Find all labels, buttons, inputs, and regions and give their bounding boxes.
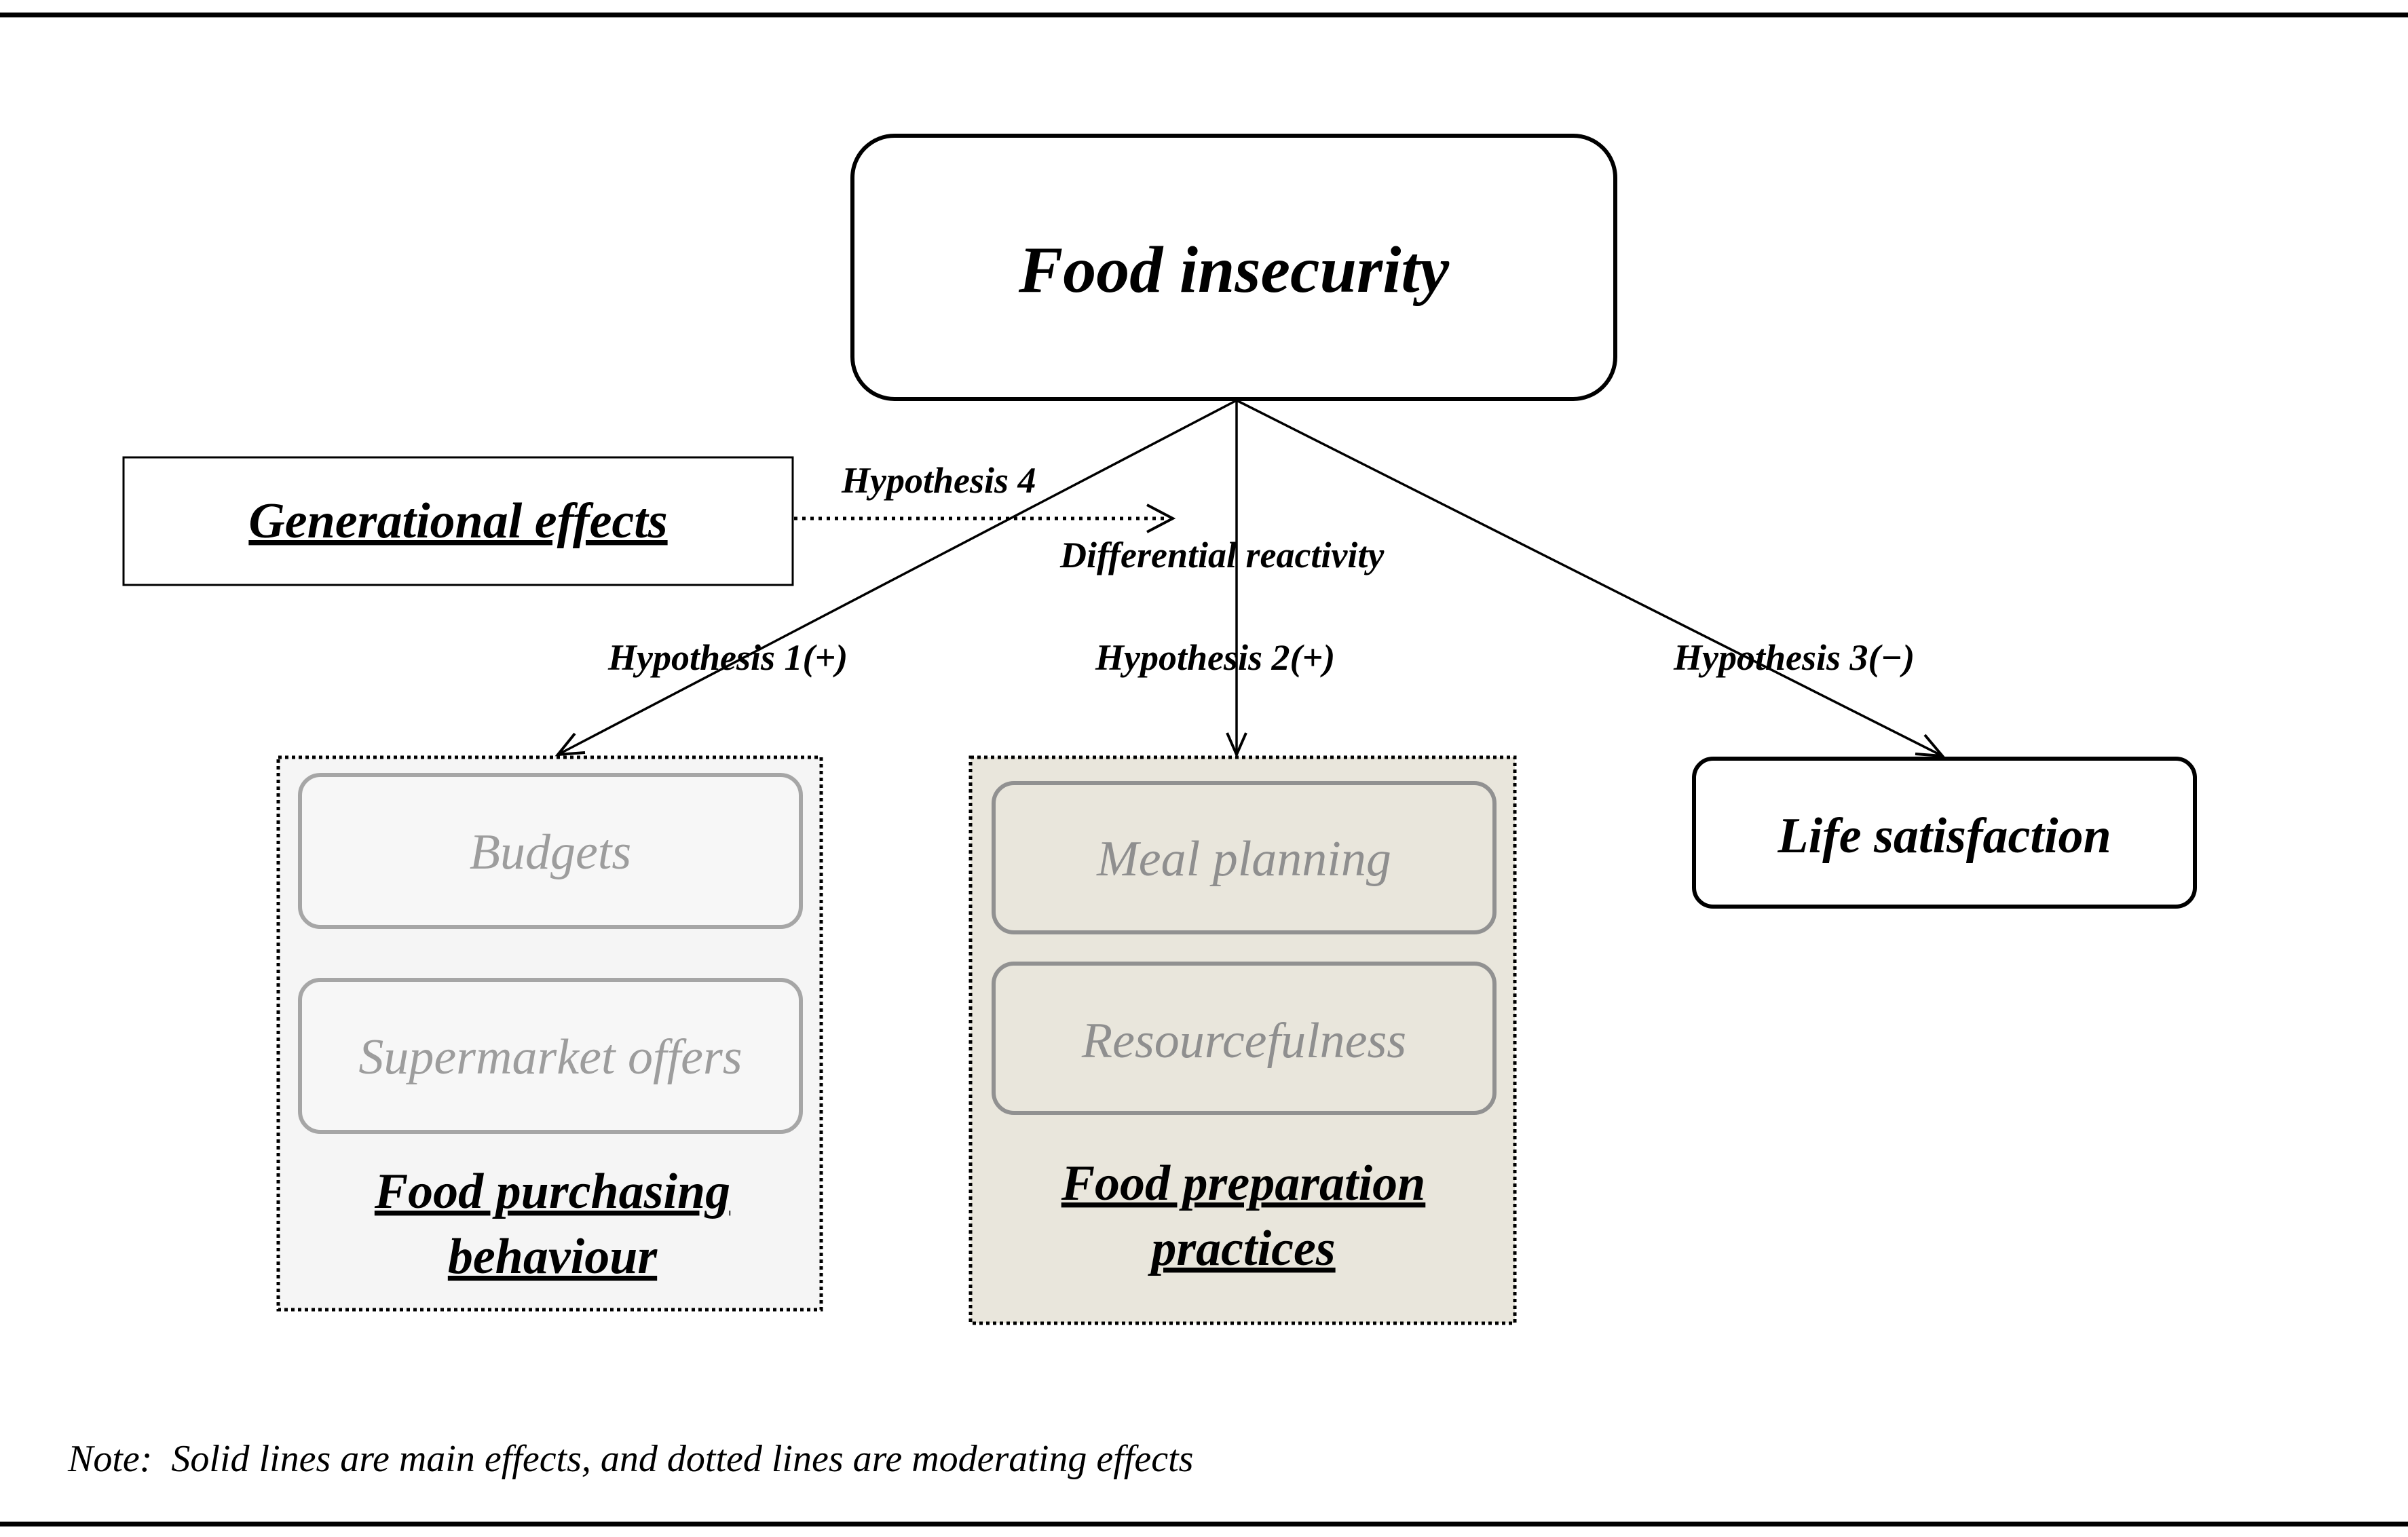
supermarket-offers-node — [298, 978, 803, 1134]
edge-to-life-satisfaction — [1236, 399, 1943, 757]
generational-effects-node: Generational effects — [122, 456, 794, 586]
food-insecurity-label: Food insecurity — [1018, 233, 1450, 307]
edge-to-food-purchasing — [557, 399, 1237, 756]
food-purchasing-label-line1: Food purchasing — [374, 1164, 730, 1219]
budgets-label: Budgets — [470, 824, 631, 880]
hypothesis-3-label: Hypothesis 3(−) — [1673, 637, 1915, 678]
food-insecurity-node: Food insecurity — [850, 134, 1617, 401]
food-preparation-group: Meal planning Resourcefulness Food prepa… — [968, 755, 1517, 1325]
hypothesis-1-label: Hypothesis 1(+) — [607, 637, 848, 678]
meal-planning-node — [992, 781, 1497, 934]
food-preparation-label-line2: practices — [1147, 1221, 1335, 1276]
food-purchasing-label-line2: behaviour — [448, 1229, 658, 1285]
life-satisfaction-label: Life satisfaction — [1777, 808, 2111, 864]
arrowhead-moderating — [1146, 504, 1176, 533]
supermarket-offers-label: Supermarket offers — [358, 1029, 742, 1085]
meal-planning-label: Meal planning — [1096, 831, 1391, 887]
generational-effects-label: Generational effects — [248, 493, 667, 549]
arrowhead-food-preparation — [1226, 732, 1247, 758]
differential-reactivity-label: Differential reactivity — [1059, 535, 1385, 575]
life-satisfaction-node: Life satisfaction — [1692, 757, 2197, 909]
hypothesis-2-label: Hypothesis 2(+) — [1095, 637, 1335, 678]
resourcefulness-node — [992, 962, 1497, 1115]
arrowhead-life-satisfaction — [1915, 734, 1946, 758]
hypothesis-4-label: Hypothesis 4 — [841, 460, 1036, 501]
food-preparation-label-line1: Food preparation — [1061, 1156, 1426, 1211]
food-purchasing-group: Budgets Supermarket offers Food purchasi… — [276, 755, 823, 1312]
arrowhead-food-purchasing — [554, 732, 586, 757]
footnote: Note: Solid lines are main effects, and … — [67, 1438, 1193, 1480]
budgets-node — [298, 773, 803, 929]
resourcefulness-label: Resourcefulness — [1081, 1013, 1406, 1069]
